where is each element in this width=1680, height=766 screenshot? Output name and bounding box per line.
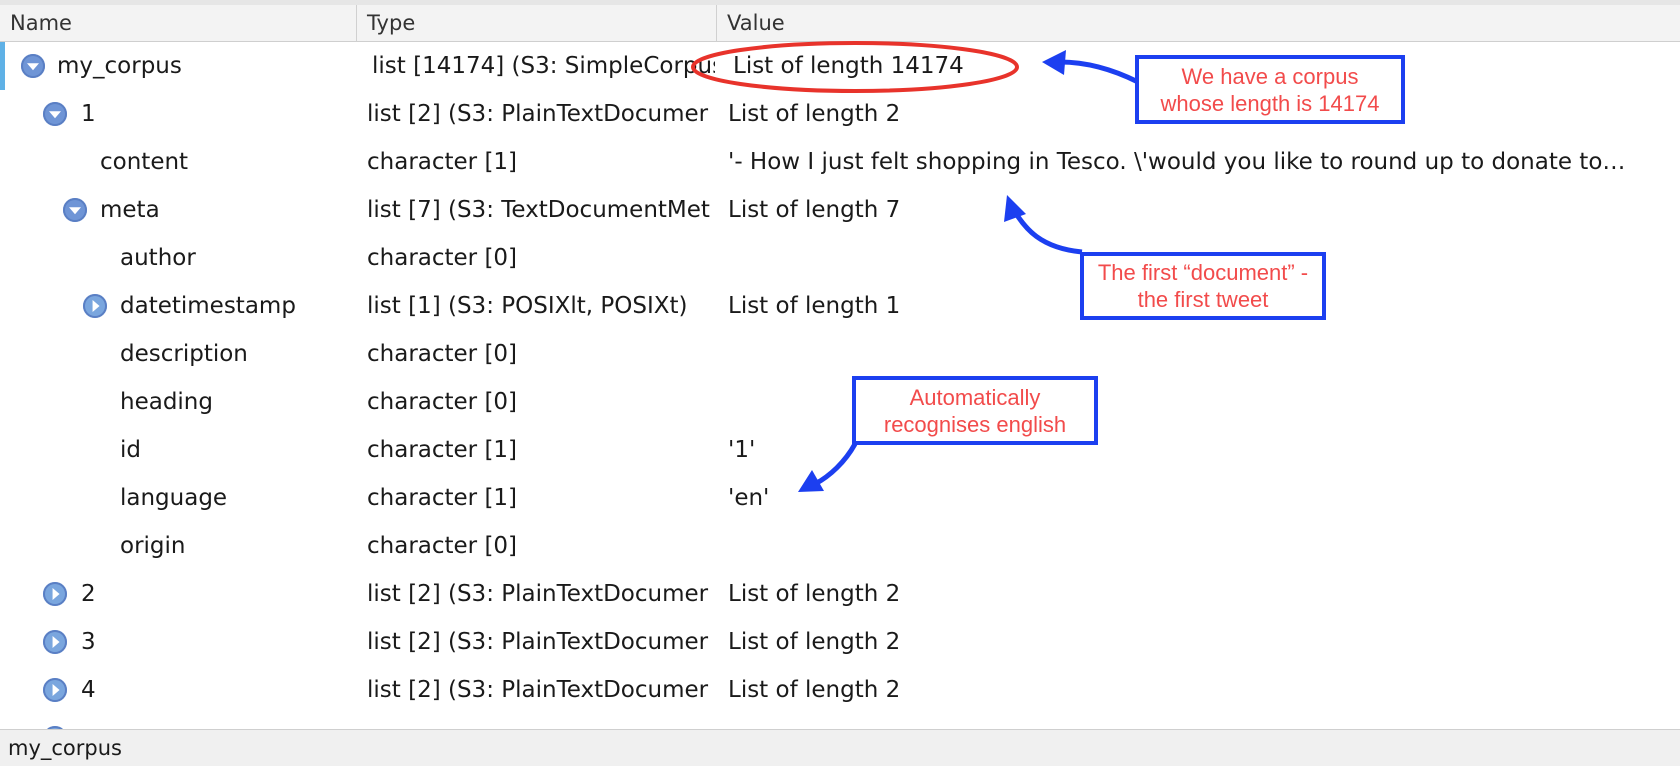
row-name: my_corpus xyxy=(57,53,182,79)
annotation-line: the first tweet xyxy=(1137,287,1269,312)
tree-row-partial[interactable] xyxy=(0,714,1680,729)
row-name: datetimestamp xyxy=(120,293,296,319)
type-cell: character [0] xyxy=(367,341,518,367)
chevron-right-icon[interactable] xyxy=(43,630,67,654)
type-cell: list [2] (S3: PlainTextDocumer xyxy=(367,581,709,607)
name-cell: my_corpus xyxy=(5,42,362,90)
tree-row-my-corpus[interactable]: my_corpus list [14174] (S3: SimpleCorpus… xyxy=(0,42,1680,90)
name-cell: meta xyxy=(0,186,357,234)
object-tree: my_corpus list [14174] (S3: SimpleCorpus… xyxy=(0,42,1680,729)
chevron-right-icon[interactable] xyxy=(83,294,107,318)
type-cell: character [0] xyxy=(367,389,518,415)
row-name: content xyxy=(100,149,189,175)
tree-row-document-3[interactable]: 3 list [2] (S3: PlainTextDocumer List of… xyxy=(0,618,1680,666)
tree-row-document-1[interactable]: 1 list [2] (S3: PlainTextDocumer List of… xyxy=(0,90,1680,138)
name-cell: id xyxy=(0,426,357,474)
tree-row-origin[interactable]: origin character [0] xyxy=(0,522,1680,570)
row-name: origin xyxy=(120,533,186,559)
annotation-corpus-note: We have a corpus whose length is 14174 xyxy=(1135,55,1405,124)
tree-row-document-2[interactable]: 2 list [2] (S3: PlainTextDocumer List of… xyxy=(0,570,1680,618)
tree-row-datetimestamp[interactable]: datetimestamp list [1] (S3: POSIXlt, POS… xyxy=(0,282,1680,330)
chevron-down-icon[interactable] xyxy=(43,102,67,126)
row-name: 4 xyxy=(81,677,96,703)
name-cell: 4 xyxy=(0,666,357,714)
row-name: description xyxy=(120,341,248,367)
value-column-header[interactable]: Value xyxy=(727,11,785,35)
annotation-line: Automatically xyxy=(909,384,1041,410)
row-name: heading xyxy=(120,389,213,415)
name-cell: language xyxy=(0,474,357,522)
tree-row-language[interactable]: language character [1] 'en' xyxy=(0,474,1680,522)
type-cell: character [1] xyxy=(367,485,518,511)
annotation-line: recognises english xyxy=(883,411,1067,437)
name-cell: origin xyxy=(0,522,357,570)
type-cell: character [1] xyxy=(367,149,518,175)
value-cell: List of length 2 xyxy=(728,677,901,703)
type-column-header[interactable]: Type xyxy=(357,5,717,42)
value-cell xyxy=(728,522,1668,570)
row-name: id xyxy=(120,437,141,463)
column-header: Name Type Value xyxy=(0,0,1680,42)
tree-row-content[interactable]: content character [1] '- How I just felt… xyxy=(0,138,1680,186)
name-cell: 2 xyxy=(0,570,357,618)
name-column-header[interactable]: Name xyxy=(0,5,357,42)
type-cell: list [1] (S3: POSIXlt, POSIXt) xyxy=(367,293,688,319)
annotation-line: whose length is 14174 xyxy=(1160,90,1380,116)
chevron-right-icon[interactable] xyxy=(43,678,67,702)
tree-row-document-4[interactable]: 4 list [2] (S3: PlainTextDocumer List of… xyxy=(0,666,1680,714)
name-cell: datetimestamp xyxy=(0,282,357,330)
name-cell: content xyxy=(0,138,357,186)
annotation-line: The first “document” - xyxy=(1097,260,1309,285)
row-name: 2 xyxy=(81,581,96,607)
type-cell: list [2] (S3: PlainTextDocumer xyxy=(367,677,709,703)
tree-row-id[interactable]: id character [1] '1' xyxy=(0,426,1680,474)
status-bar: my_corpus xyxy=(0,729,1680,766)
type-cell: character [1] xyxy=(367,437,518,463)
tree-row-meta[interactable]: meta list [7] (S3: TextDocumentMet List … xyxy=(0,186,1680,234)
tree-row-description[interactable]: description character [0] xyxy=(0,330,1680,378)
row-name: 3 xyxy=(81,629,96,655)
name-cell: author xyxy=(0,234,357,282)
value-cell: List of length 2 xyxy=(728,581,901,607)
value-cell xyxy=(728,330,1668,378)
value-cell: 'en' xyxy=(728,485,770,511)
row-name: language xyxy=(120,485,228,511)
annotation-line: We have a corpus xyxy=(1181,63,1359,89)
row-name: 1 xyxy=(81,101,96,127)
type-cell: list [2] (S3: PlainTextDocumer xyxy=(367,101,709,127)
tree-row-author[interactable]: author character [0] xyxy=(0,234,1680,282)
chevron-right-icon[interactable] xyxy=(43,726,67,729)
value-cell: '- How I just felt shopping in Tesco. \'… xyxy=(728,149,1626,175)
chevron-right-icon[interactable] xyxy=(43,582,67,606)
row-name: meta xyxy=(100,197,160,223)
type-cell: list [7] (S3: TextDocumentMet xyxy=(367,197,710,223)
type-cell: list [2] (S3: PlainTextDocumer xyxy=(367,629,709,655)
name-cell: heading xyxy=(0,378,357,426)
annotation-language-note: Automatically recognises english xyxy=(852,376,1098,445)
chevron-down-icon[interactable] xyxy=(21,54,45,78)
annotation-document-note: The first “document” - the first tweet xyxy=(1080,252,1326,320)
type-cell: list [14174] (S3: SimpleCorpus xyxy=(372,53,715,79)
name-cell: description xyxy=(0,330,357,378)
name-cell: 1 xyxy=(0,90,357,138)
name-cell: 3 xyxy=(0,618,357,666)
value-cell: List of length 7 xyxy=(728,197,901,223)
tree-row-heading[interactable]: heading character [0] xyxy=(0,378,1680,426)
row-name: author xyxy=(120,245,196,271)
value-cell: List of length 2 xyxy=(728,629,901,655)
type-cell: character [0] xyxy=(367,533,518,559)
chevron-down-icon[interactable] xyxy=(63,198,87,222)
type-cell: character [0] xyxy=(367,245,518,271)
